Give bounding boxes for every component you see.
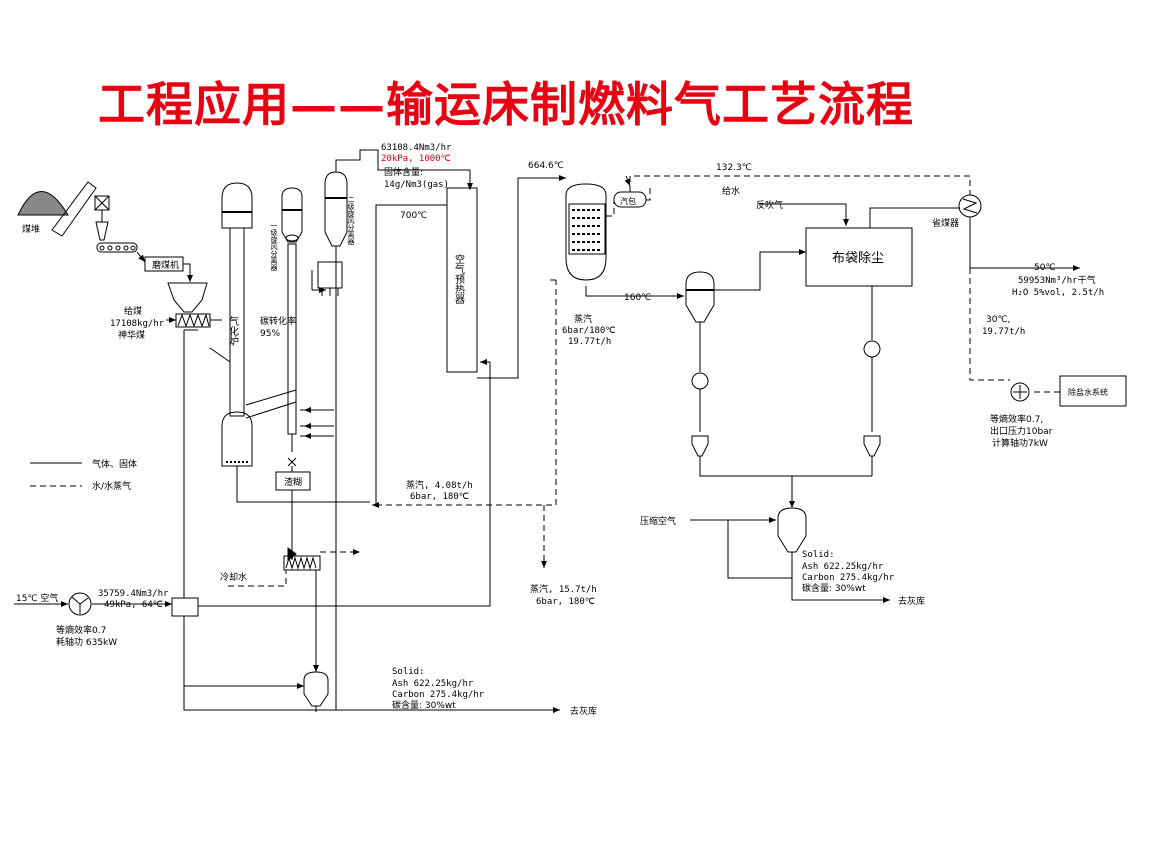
label-solid1-carbon: Carbon 275.4kg/hr <box>802 573 895 583</box>
label-slag: 渣糊 <box>284 476 302 488</box>
label-drum: 汽包 <box>620 196 636 206</box>
label-steam-a3: 19.77t/h <box>568 337 611 347</box>
label-gas-h2o: H₂O 5%vol, 2.5t/h <box>1012 288 1104 298</box>
label-air-in: 15℃ 空气 <box>16 592 58 604</box>
label-back-blow: 反吹气 <box>756 199 783 211</box>
rotary-valve-1 <box>691 372 709 390</box>
label-solid2-ash: Ash 622.25kg/hr <box>392 679 474 689</box>
label-steam-a: 蒸汽 <box>574 313 592 325</box>
label-solid2-cc: 碳含量: 30%wt <box>392 699 456 711</box>
label-t160: 160℃ <box>624 293 651 303</box>
belt-conveyor <box>96 242 138 253</box>
label-carbon-conv: 碳转化率 <box>260 315 296 327</box>
label-air-flow: 35759.4Nm3/hr <box>98 589 169 599</box>
label-solids-val: 14g/Nm3(gas) <box>384 180 449 190</box>
label-sep2: 二级旋风分离器 <box>347 196 355 246</box>
gasifier-bottom <box>221 411 253 467</box>
air-preheater <box>446 187 478 373</box>
label-crusher: 磨煤机 <box>152 259 179 271</box>
label-solid1-title: Solid: <box>802 550 835 560</box>
coal-pile <box>17 191 69 216</box>
label-coal-pile: 煤堆 <box>22 223 40 235</box>
label-t50: 50℃ <box>1034 263 1056 273</box>
label-cooling-water: 冷却水 <box>220 571 247 583</box>
label-coal-type: 神华煤 <box>118 329 145 341</box>
label-compressed-air: 压缩空气 <box>640 515 676 527</box>
label-pump-power: 计算轴功7kW <box>992 437 1048 449</box>
air-preheat-coil <box>171 597 199 617</box>
label-solids-content: 固体含量: <box>384 166 423 178</box>
cyclone-3 <box>685 271 715 323</box>
gasifier-top <box>221 182 253 229</box>
feed-hopper <box>167 282 208 313</box>
bag-filter <box>805 227 913 287</box>
label-coal-feed: 给煤 <box>124 305 142 317</box>
ash-cyclone <box>303 671 329 707</box>
legend-solid-label: 气体、固体 <box>92 458 137 470</box>
coal-conveyor <box>51 181 97 237</box>
label-sep1: 一级旋风分离器 <box>270 222 278 272</box>
label-air-press: 49kPa, 64℃ <box>104 600 163 610</box>
label-fan-eff: 等熵效率0.7 <box>56 624 106 636</box>
cyclone-separator-2 <box>324 171 348 247</box>
pump <box>1010 382 1030 402</box>
label-steam-a2: 6bar/180℃ <box>562 326 615 336</box>
label-to-ash2: 去灰库 <box>570 705 597 717</box>
label-gas-flow: 59953Nm³/hr干气 <box>1018 274 1096 286</box>
label-t664: 664.6℃ <box>528 161 564 171</box>
label-top-flow: 63108.4Nm3/hr <box>381 143 452 153</box>
label-steam-c2: 6bar, 180℃ <box>536 597 595 607</box>
waste-heat-boiler <box>565 183 607 281</box>
label-solid2-carbon: Carbon 275.4kg/hr <box>392 690 485 700</box>
label-steam-b2: 6bar, 180℃ <box>410 492 469 502</box>
label-gasifier: 气化炉 <box>227 315 239 347</box>
slag-cooler <box>283 555 321 571</box>
label-solid1-cc: 碳含量: 30%wt <box>802 582 866 594</box>
label-to-ash1: 去灰库 <box>898 595 925 607</box>
label-coal-feed-rate: 17108kg/hr <box>110 319 165 329</box>
label-carbon-conv-val: 95% <box>260 329 280 339</box>
cyclone-4 <box>777 507 807 553</box>
legend-dash-label: 水/水蒸气 <box>92 480 131 492</box>
label-solid2-title: Solid: <box>392 667 425 677</box>
label-w30b: 19.77t/h <box>982 327 1025 337</box>
air-fan <box>68 592 92 616</box>
label-pump-eff: 等熵效率0.7, <box>990 413 1043 425</box>
label-solid1-ash: Ash 622.25kg/hr <box>802 562 884 572</box>
cyclone-separator-1 <box>281 187 303 243</box>
label-economizer: 省煤器 <box>932 217 959 229</box>
page-title: 工程应用——输运床制燃料气工艺流程 <box>98 78 914 133</box>
label-baghouse: 布袋除尘 <box>832 251 884 266</box>
label-t700: 700℃ <box>400 211 427 221</box>
label-preheater: 空气预热器 <box>453 253 465 305</box>
label-feed-water: 给水 <box>722 185 740 197</box>
gasifier-riser <box>229 227 245 417</box>
label-steam-b1: 蒸汽, 4.08t/h <box>406 479 473 491</box>
screw-feeder <box>175 313 211 328</box>
label-top-press: 20kPa, 1000℃ <box>381 154 451 164</box>
demin-water-box <box>1059 375 1127 407</box>
slag-tank <box>275 471 311 491</box>
label-pump-press: 出口压力10bar <box>990 425 1053 437</box>
label-t132: 132.3℃ <box>716 163 752 173</box>
label-w30: 30℃, <box>986 315 1010 325</box>
rotary-valve-2 <box>863 340 881 358</box>
label-demin: 除盐水系统 <box>1068 387 1108 397</box>
label-fan-power: 耗轴功 635kW <box>56 636 117 648</box>
label-steam-c1: 蒸汽, 15.7t/h <box>530 583 597 595</box>
